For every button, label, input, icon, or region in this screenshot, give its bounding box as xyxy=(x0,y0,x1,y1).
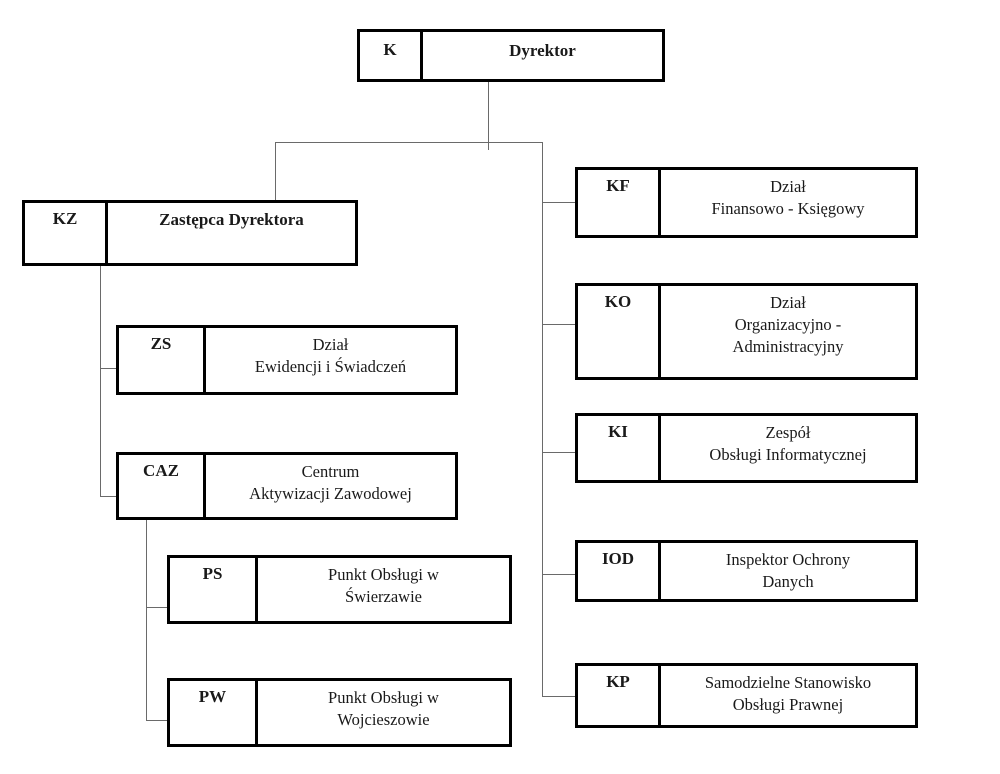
node-code: PS xyxy=(170,558,258,621)
connector-caz-spine xyxy=(146,520,147,721)
node-code: KF xyxy=(578,170,661,235)
node-label: Punkt Obsługi w Świerzawie xyxy=(328,565,439,606)
connector-stub-caz xyxy=(100,496,116,497)
connector-kz-drop xyxy=(275,142,276,200)
org-node-obsluga-prawna: KP Samodzielne Stanowisko Obsługi Prawne… xyxy=(575,663,918,728)
org-node-dzial-ewidencji: ZS Dział Ewidencji i Świadczeń xyxy=(116,325,458,395)
org-node-punkt-swierzawa: PS Punkt Obsługi w Świerzawie xyxy=(167,555,512,624)
connector-stub-iod xyxy=(542,574,575,575)
node-label: Samodzielne Stanowisko Obsługi Prawnej xyxy=(704,673,872,714)
node-label: Dział Ewidencji i Świadczeń xyxy=(254,335,407,376)
org-node-dzial-organizacyjny: KO Dział Organizacyjno - Administracyjny xyxy=(575,283,918,380)
connector-kz-spine xyxy=(100,266,101,497)
node-label: Dział Finansowo - Księgowy xyxy=(711,177,865,218)
org-node-punkt-wojcieszow: PW Punkt Obsługi w Wojcieszowie xyxy=(167,678,512,747)
org-node-zastepca-dyrektora: KZ Zastępca Dyrektora xyxy=(22,200,358,266)
node-code: KO xyxy=(578,286,661,377)
connector-stub-pw xyxy=(146,720,167,721)
node-code: K xyxy=(360,32,423,79)
org-node-dyrektor: K Dyrektor xyxy=(357,29,665,82)
connector-dyrektor-drop xyxy=(488,82,489,150)
node-code: KP xyxy=(578,666,661,725)
node-label: Dział Organizacyjno - Administracyjny xyxy=(732,293,844,356)
node-code: CAZ xyxy=(119,455,206,517)
node-code: IOD xyxy=(578,543,661,599)
connector-stub-kp xyxy=(542,696,575,697)
connector-stub-ko xyxy=(542,324,575,325)
node-code: PW xyxy=(170,681,258,744)
node-label: Zespół Obsługi Informatycznej xyxy=(709,423,867,464)
org-node-dzial-finansowy: KF Dział Finansowo - Księgowy xyxy=(575,167,918,238)
connector-stub-ki xyxy=(542,452,575,453)
node-label: Zastępca Dyrektora xyxy=(159,210,304,229)
node-label: Centrum Aktywizacji Zawodowej xyxy=(249,462,412,503)
node-code: ZS xyxy=(119,328,206,392)
org-node-centrum-aktywizacji: CAZ Centrum Aktywizacji Zawodowej xyxy=(116,452,458,520)
node-label: Dyrektor xyxy=(509,41,576,60)
connector-right-spine xyxy=(542,142,543,697)
node-label: Punkt Obsługi w Wojcieszowie xyxy=(328,688,439,729)
connector-main-horizontal xyxy=(275,142,543,143)
node-label: Inspektor Ochrony Danych xyxy=(725,550,851,591)
node-code: KZ xyxy=(25,203,108,263)
connector-stub-zs xyxy=(100,368,116,369)
org-node-zespol-informatyczny: KI Zespół Obsługi Informatycznej xyxy=(575,413,918,483)
connector-stub-kf xyxy=(542,202,575,203)
node-code: KI xyxy=(578,416,661,480)
connector-stub-ps xyxy=(146,607,167,608)
org-node-inspektor-ochrony-danych: IOD Inspektor Ochrony Danych xyxy=(575,540,918,602)
